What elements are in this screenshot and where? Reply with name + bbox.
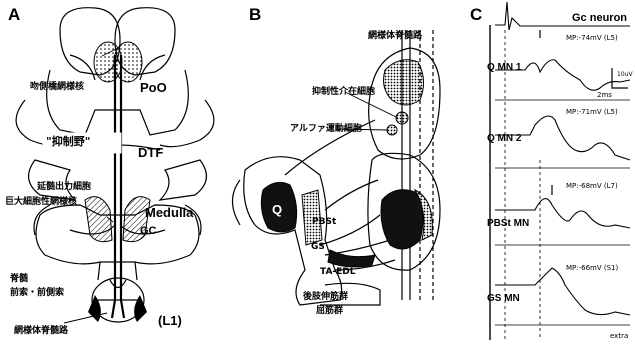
scale-time-label: 2ms (597, 91, 612, 99)
l1-label: (L1) (158, 313, 182, 328)
panel-a-label: A (8, 5, 20, 25)
ta-edl-label: TA-EDL (320, 268, 356, 277)
poo-label: PoO (140, 80, 167, 95)
alpha-motoneuron-label: アルファ運動細胞 (290, 125, 362, 134)
gs-muscle-label: GS (311, 243, 325, 252)
panel-b-label: B (249, 5, 261, 25)
giant-cell-label: 巨大細胞性網様核 (5, 198, 77, 207)
gc-label: GC (140, 225, 157, 237)
scale-voltage-label: 10uV (617, 71, 633, 78)
panel-c-label: C (470, 5, 482, 25)
oral-pontine-label: 吻側橋網様核 (30, 83, 84, 92)
trace-mp-q-mn-2: MP:-71mV (L5) (566, 108, 618, 116)
funiculi-label: 前索・前側索 (10, 289, 64, 298)
reticulospinal-label-a: 網様体脊髄路 (14, 327, 68, 336)
trace-label-q-mn-2: Q MN 2 (487, 133, 521, 144)
trace-label-pbst-mn: PBSt MN (487, 218, 529, 229)
q-muscle-label: Q (272, 202, 282, 217)
hindlimb-extensors-label: 後肢伸筋群 (303, 293, 348, 302)
flexors-label: 屈筋群 (316, 307, 343, 316)
extra-label: extra (610, 332, 628, 340)
trace-mp-gs-mn: MP:-66mV (S1) (566, 264, 618, 272)
suppressive-area-label: "抑制野" (46, 136, 90, 147)
dtf-label: DTF (138, 145, 163, 160)
spinal-cord-label: 脊髄 (10, 275, 28, 284)
trace-label-gs-mn: GS MN (487, 293, 520, 304)
efferent-cells-label: 延髄出力細胞 (37, 183, 91, 192)
inhibitory-interneuron-label: 抑制性介在細胞 (312, 88, 375, 97)
medulla-label: Medulla (145, 205, 193, 220)
trace-mp-pbst-mn: MP:-68mV (L7) (566, 182, 618, 190)
trace-label-q-mn-1: Q MN 1 (487, 62, 521, 73)
trace-mp-q-mn-1: MP:-74mV (L5) (566, 34, 618, 42)
gc-neuron-title: Gc neuron (572, 12, 627, 24)
pbst-muscle-label: PBSt (312, 218, 336, 227)
reticulospinal-tract-label: 網様体脊髄路 (368, 32, 422, 41)
recording-traces (495, 2, 630, 340)
